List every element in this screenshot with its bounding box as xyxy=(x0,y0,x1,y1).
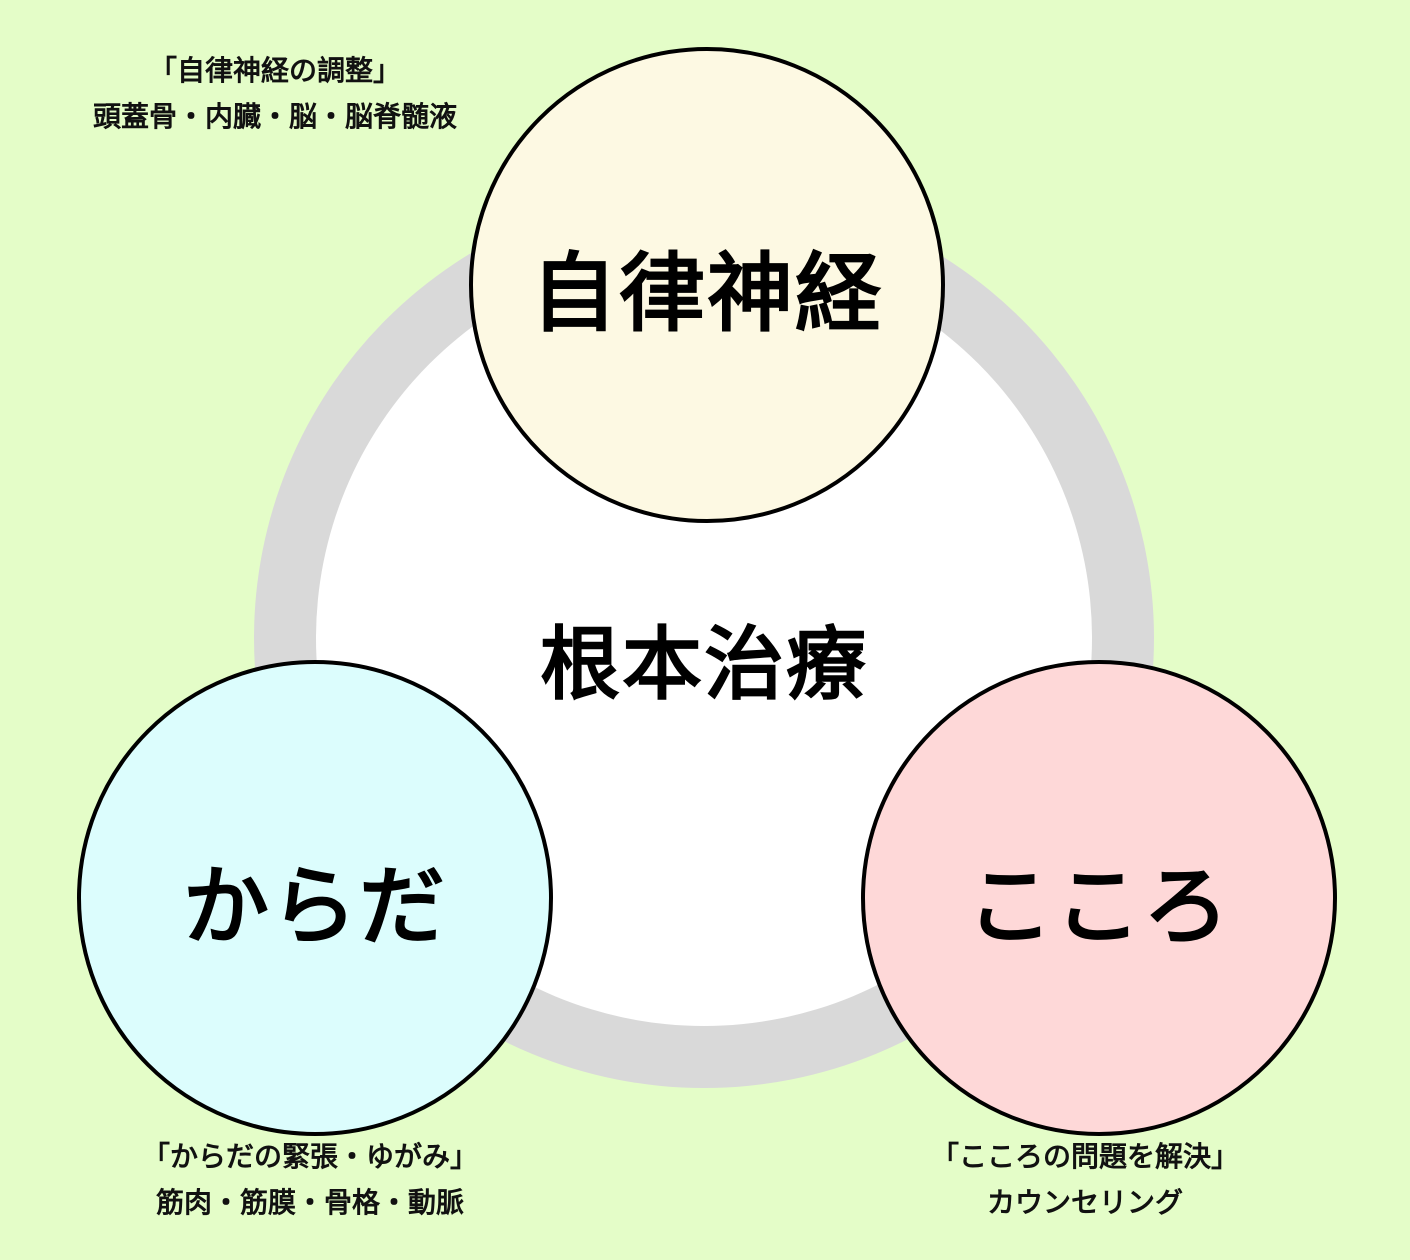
mind-caption-detail: カウンセリング xyxy=(986,1186,1183,1219)
body-caption-title: 「からだの緊張・ゆがみ」 xyxy=(141,1140,478,1173)
autonomic-nerve-circle: 自律神経 xyxy=(469,47,945,523)
mind-caption-title: 「こころの問題を解決」 xyxy=(930,1140,1239,1173)
center-title: 根本治療 xyxy=(540,618,868,711)
body-circle: からだ xyxy=(77,660,553,1136)
mind-caption: 「こころの問題を解決」 カウンセリング xyxy=(835,1134,1335,1226)
autonomic-nerve-caption: 「自律神経の調整」 頭蓋骨・内臓・脳・脳脊髄液 xyxy=(30,48,520,140)
mind-label: こころ xyxy=(967,856,1231,957)
autonomic-nerve-caption-title: 「自律神経の調整」 xyxy=(148,54,401,87)
mind-circle: こころ xyxy=(861,660,1337,1136)
body-label: からだ xyxy=(183,856,447,957)
body-caption-detail: 筋肉・筋膜・骨格・動脈 xyxy=(155,1186,464,1219)
body-caption: 「からだの緊張・ゆがみ」 筋肉・筋膜・骨格・動脈 xyxy=(60,1134,560,1226)
autonomic-nerve-label: 自律神経 xyxy=(531,243,883,344)
autonomic-nerve-caption-detail: 頭蓋骨・内臓・脳・脳脊髄液 xyxy=(92,100,457,133)
